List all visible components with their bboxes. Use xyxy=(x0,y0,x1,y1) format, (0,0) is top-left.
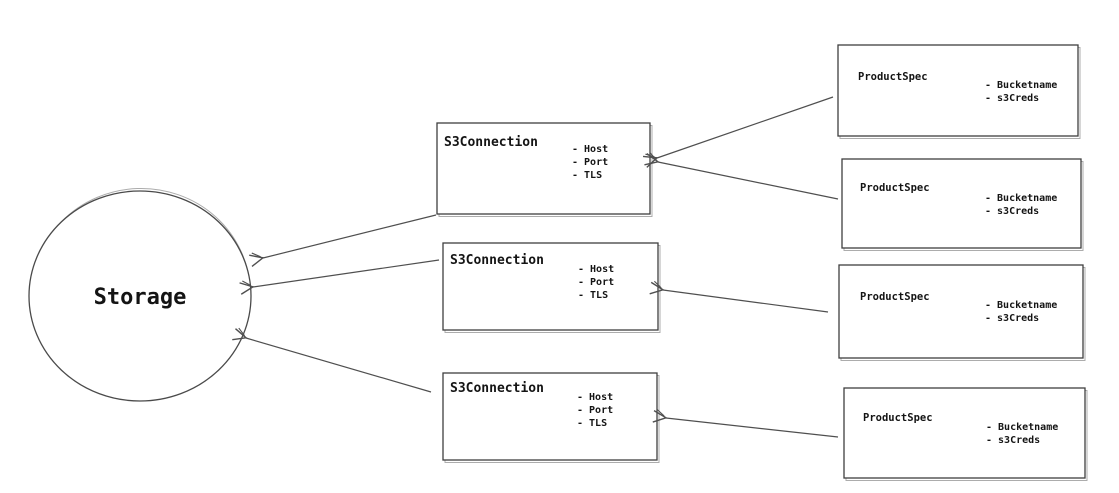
productspec-title: ProductSpec xyxy=(858,71,928,83)
s3connection-attr-tls: - TLS xyxy=(578,290,608,301)
productspec-title: ProductSpec xyxy=(863,412,933,424)
productspec-box xyxy=(838,264,1084,359)
s3connection-attr-host: - Host xyxy=(572,144,608,155)
productspec-attr-bucketname: - Bucketname xyxy=(985,193,1057,204)
s3connection-attr-tls: - TLS xyxy=(572,170,602,181)
s3connection-title: S3Connection xyxy=(450,381,544,396)
s3connection-attr-port: - Port xyxy=(577,405,613,416)
s3connection-box xyxy=(442,242,659,331)
productspec-node-3: ProductSpec - Bucketname - s3Creds xyxy=(838,264,1086,361)
s3connection-node-1: S3Connection - Host - Port - TLS xyxy=(436,122,653,217)
storage-node: Storage xyxy=(28,187,252,402)
s3connection-attr-port: - Port xyxy=(572,157,608,168)
arrow-s3connection2-to-storage xyxy=(239,259,440,295)
productspec-box xyxy=(837,44,1079,137)
diagram-arrows xyxy=(232,96,839,438)
productspec-node-2: ProductSpec - Bucketname - s3Creds xyxy=(841,158,1084,251)
s3connection-title: S3Connection xyxy=(450,253,544,268)
s3connection-box xyxy=(436,122,651,215)
s3connection-node-2: S3Connection - Host - Port - TLS xyxy=(442,242,661,333)
productspec-attr-bucketname: - Bucketname xyxy=(986,422,1058,433)
arrow-productspec1-to-s3connection1 xyxy=(642,96,834,168)
s3connection-node-3: S3Connection - Host - Port - TLS xyxy=(442,372,660,463)
s3connection-attr-host: - Host xyxy=(577,392,613,403)
productspec-box xyxy=(841,158,1082,249)
s3connection-title: S3Connection xyxy=(444,135,538,150)
productspec-box xyxy=(843,387,1086,479)
productspec-attr-bucketname: - Bucketname xyxy=(985,80,1057,91)
arrow-productspec3-to-s3connection2 xyxy=(649,280,829,313)
productspec-attr-s3creds: - s3Creds xyxy=(985,93,1039,104)
productspec-node-4: ProductSpec - Bucketname - s3Creds xyxy=(843,387,1088,481)
s3connection-attr-tls: - TLS xyxy=(577,418,607,429)
arrow-productspec2-to-s3connection1 xyxy=(644,152,839,200)
productspec-attr-s3creds: - s3Creds xyxy=(986,435,1040,446)
storage-label: Storage xyxy=(94,285,187,310)
productspec-node-1: ProductSpec - Bucketname - s3Creds xyxy=(837,44,1081,139)
storage-circle xyxy=(28,190,252,402)
productspec-attr-s3creds: - s3Creds xyxy=(985,313,1039,324)
arrow-productspec4-to-s3connection3 xyxy=(652,409,839,438)
productspec-title: ProductSpec xyxy=(860,291,930,303)
productspec-attr-s3creds: - s3Creds xyxy=(985,206,1039,217)
s3connection-attr-host: - Host xyxy=(578,264,614,275)
arrow-s3connection3-to-storage xyxy=(232,327,432,393)
productspec-attr-bucketname: - Bucketname xyxy=(985,300,1057,311)
arrow-s3connection1-to-storage xyxy=(249,214,437,267)
s3connection-attr-port: - Port xyxy=(578,277,614,288)
productspec-title: ProductSpec xyxy=(860,182,930,194)
s3connection-box xyxy=(442,372,658,461)
